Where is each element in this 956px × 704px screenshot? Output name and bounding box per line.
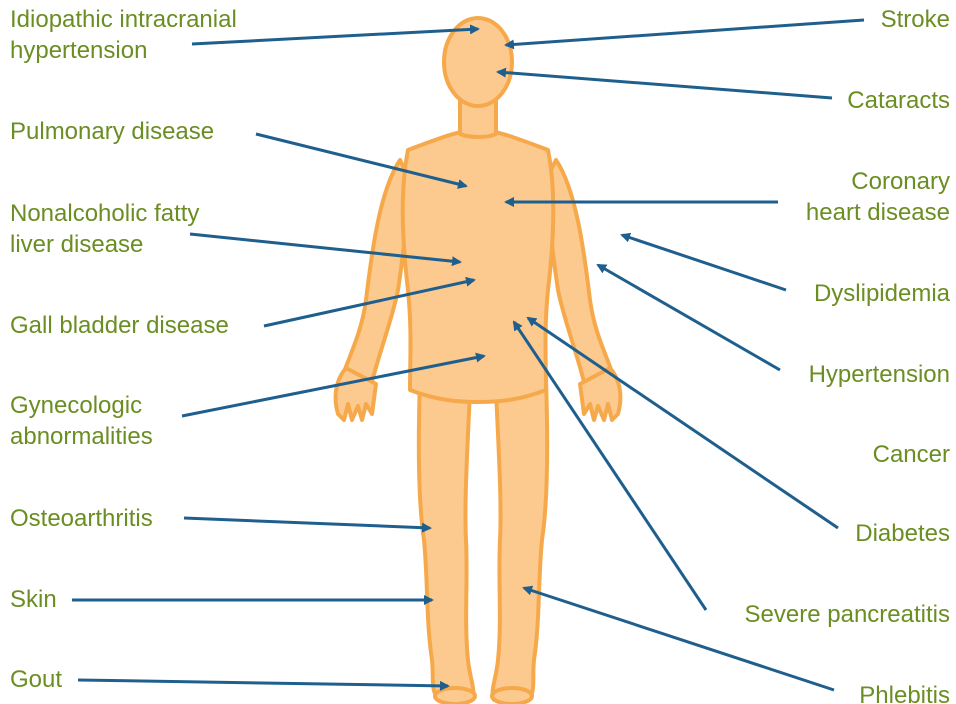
label-line: Idiopathic intracranial [10,4,237,35]
label-gall-bladder-disease: Gall bladder disease [10,310,229,341]
label-cataracts: Cataracts [847,85,950,116]
right-arm [546,160,612,382]
label-line: Cancer [873,439,950,470]
label-line: Nonalcoholic fatty [10,198,199,229]
label-line: Severe pancreatitis [745,599,950,630]
label-line: Cataracts [847,85,950,116]
label-stroke: Stroke [881,4,950,35]
label-line: Gynecologic [10,390,153,421]
label-hypertension: Hypertension [809,359,950,390]
arrow-osteoarthritis [184,518,430,528]
label-line: abnormalities [10,421,153,452]
label-coronary-heart-disease: Coronary heart disease [806,166,950,228]
arrow-diabetes [528,318,838,528]
right-foot [492,688,532,704]
label-line: heart disease [806,197,950,228]
label-pulmonary-disease: Pulmonary disease [10,116,214,147]
label-line: Osteoarthritis [10,503,153,534]
label-phlebitis: Phlebitis [859,680,950,704]
right-leg [493,380,548,700]
label-line: Diabetes [855,518,950,549]
label-cancer: Cancer [873,439,950,470]
label-nonalcoholic-fatty-liver-disease: Nonalcoholic fatty liver disease [10,198,199,260]
arrow-cataracts [498,72,832,98]
label-line: hypertension [10,35,237,66]
label-gout: Gout [10,664,62,695]
label-line: Coronary [806,166,950,197]
arrow-stroke [506,20,864,45]
label-line: Skin [10,584,57,615]
label-line: Pulmonary disease [10,116,214,147]
label-line: Hypertension [809,359,950,390]
label-osteoarthritis: Osteoarthritis [10,503,153,534]
arrow-dyslipidemia [622,235,786,290]
label-line: Gout [10,664,62,695]
label-severe-pancreatitis: Severe pancreatitis [745,599,950,630]
left-leg [419,380,474,700]
label-dyslipidemia: Dyslipidemia [814,278,950,309]
label-idiopathic-intracranial-hypertension: Idiopathic intracranial hypertension [10,4,237,66]
label-skin: Skin [10,584,57,615]
label-line: Stroke [881,4,950,35]
label-line: Gall bladder disease [10,310,229,341]
label-line: Phlebitis [859,680,950,704]
left-arm [344,160,410,382]
label-line: Dyslipidemia [814,278,950,309]
label-line: liver disease [10,229,199,260]
arrow-gout [78,680,448,686]
left-foot [435,688,475,704]
label-diabetes: Diabetes [855,518,950,549]
arrow-hypertension [598,265,780,370]
label-gynecologic-abnormalities: Gynecologic abnormalities [10,390,153,452]
torso [403,130,554,402]
